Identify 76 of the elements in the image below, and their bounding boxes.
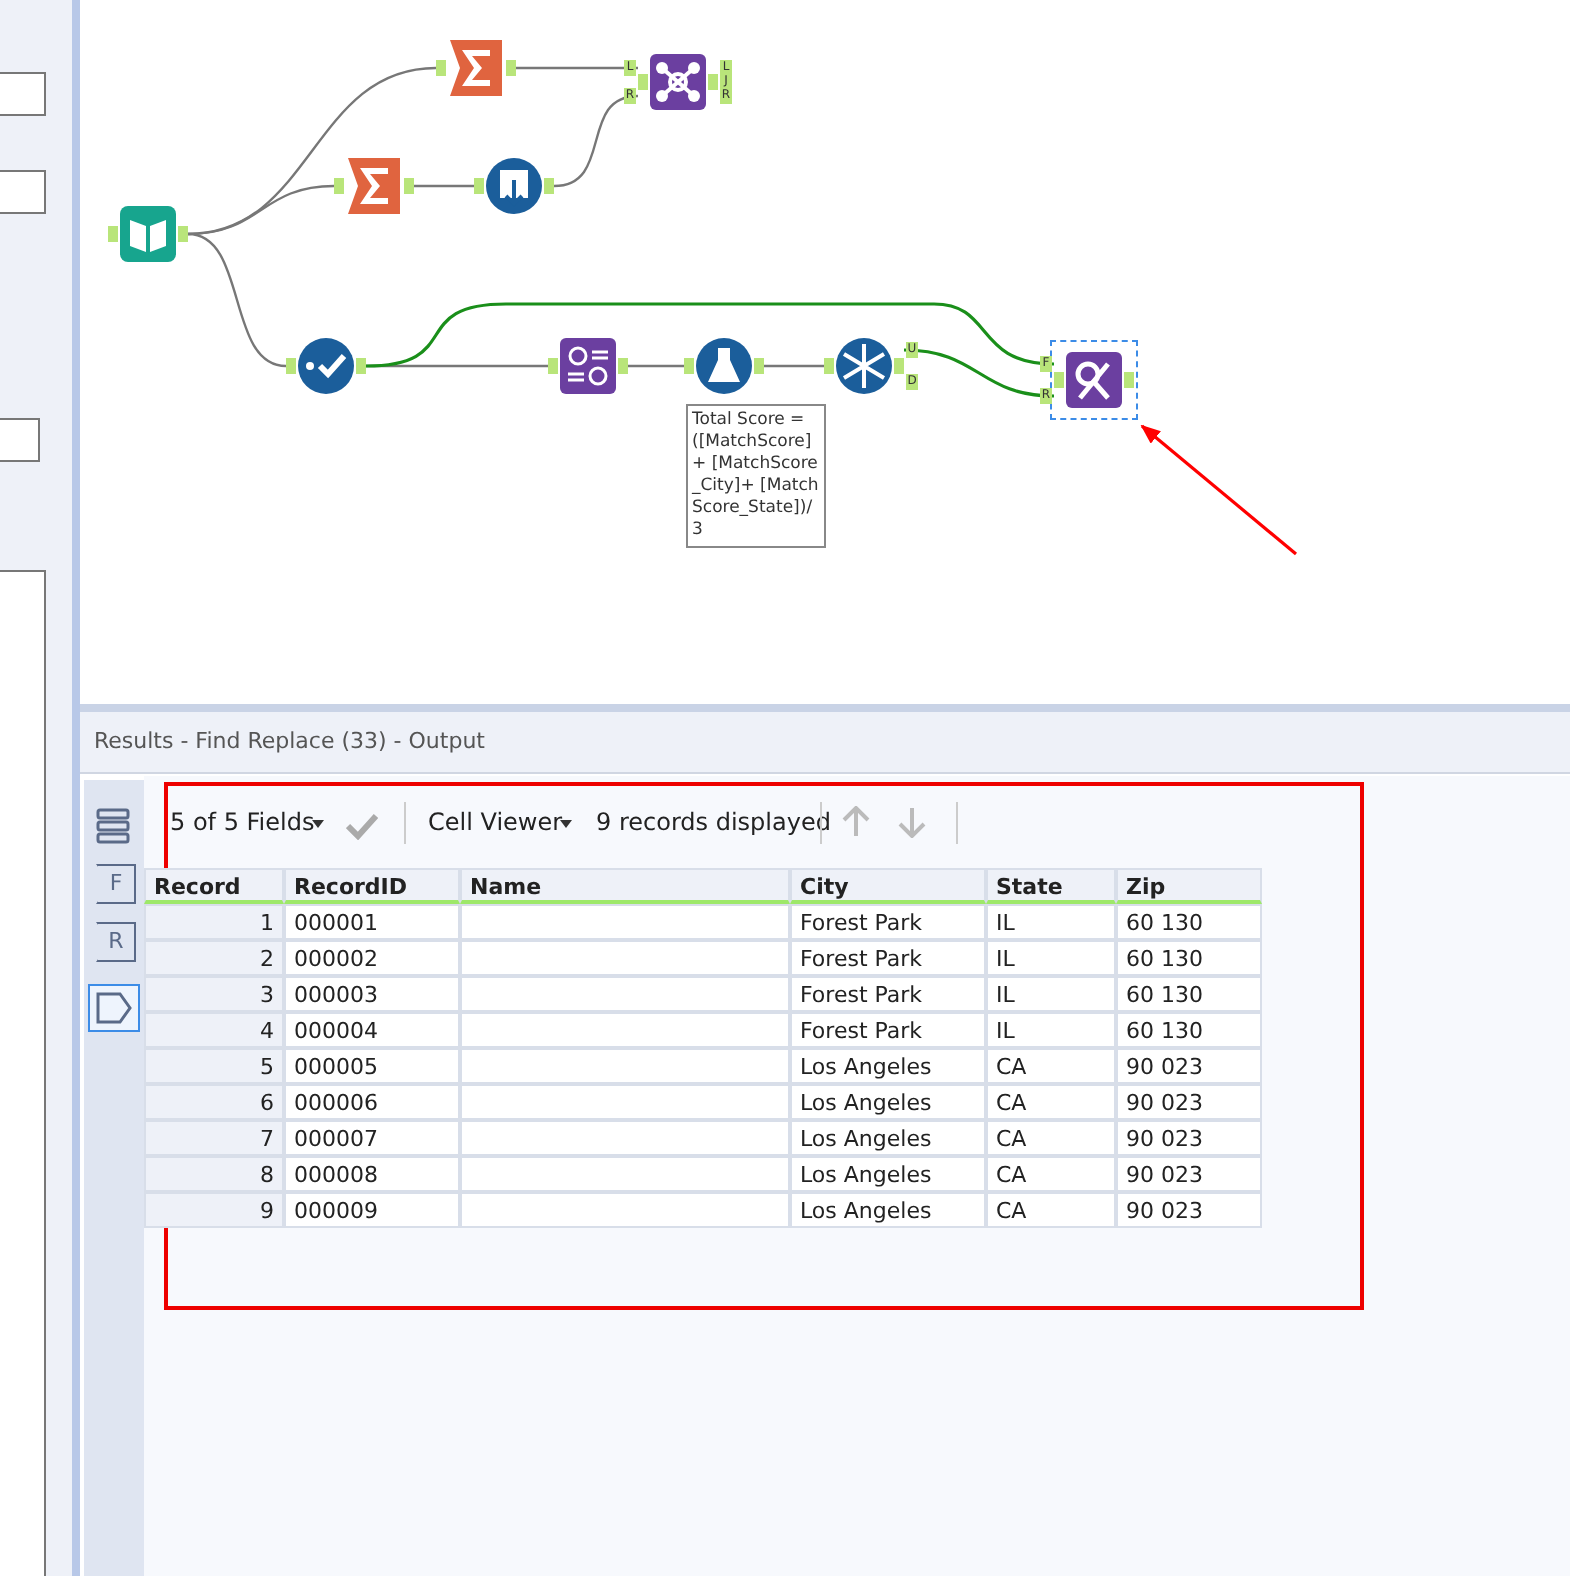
table-cell: CA	[986, 1192, 1116, 1228]
tool-icon	[548, 336, 628, 396]
tool-icon	[638, 52, 718, 112]
column-header: Record	[144, 868, 284, 904]
row-number: 5	[144, 1048, 284, 1084]
record-count: 9 records displayed	[596, 808, 831, 836]
column-header: State	[986, 868, 1116, 904]
table-cell: 90 023	[1116, 1084, 1262, 1120]
fields-selector: 5 of 5 Fields	[170, 808, 315, 836]
comment-note: Total Score = ([MatchScore]+ [MatchScore_City]+ [MatchScore_State])/3	[686, 404, 826, 548]
table-cell: IL	[986, 976, 1116, 1012]
connector-line	[553, 94, 639, 188]
table-cell: Forest Park	[790, 940, 986, 976]
tool-icon	[684, 336, 764, 396]
connector-line	[764, 364, 824, 368]
table-cell: 000009	[284, 1192, 460, 1228]
tab-button: F	[96, 864, 136, 904]
tool-icon	[108, 204, 188, 264]
connector-line	[903, 348, 1055, 398]
tool-icon	[286, 336, 366, 396]
arrow	[1140, 424, 1298, 556]
table-cell: 000004	[284, 1012, 460, 1048]
table-cell: 90 023	[1116, 1048, 1262, 1084]
tool-icon	[1054, 350, 1134, 410]
table-cell: Los Angeles	[790, 1192, 986, 1228]
table-cell: CA	[986, 1048, 1116, 1084]
row-number: 7	[144, 1120, 284, 1156]
table-cell: Los Angeles	[790, 1156, 986, 1192]
row-number: 2	[144, 940, 284, 976]
viewer-selector: Cell Viewer	[428, 808, 563, 836]
row-number: 9	[144, 1192, 284, 1228]
table-cell: 60 130	[1116, 904, 1262, 940]
tool-icon	[824, 336, 904, 396]
table-cell: 60 130	[1116, 940, 1262, 976]
connector-line	[516, 66, 638, 70]
table-cell: 000006	[284, 1084, 460, 1120]
tool-icon	[474, 156, 554, 216]
tool-icon	[436, 38, 516, 98]
tool-icon	[334, 156, 414, 216]
row-number: 3	[144, 976, 284, 1012]
table-cell: IL	[986, 904, 1116, 940]
table-cell: Forest Park	[790, 904, 986, 940]
row-number: 6	[144, 1084, 284, 1120]
row-number: 1	[144, 904, 284, 940]
tab-button: R	[96, 922, 136, 962]
table-cell: Forest Park	[790, 1012, 986, 1048]
connector-line	[365, 302, 1055, 368]
table-cell: Los Angeles	[790, 1048, 986, 1084]
row-number: 8	[144, 1156, 284, 1192]
table-cell: 60 130	[1116, 1012, 1262, 1048]
connector-line	[628, 364, 684, 368]
table-cell: IL	[986, 940, 1116, 976]
column-header: RecordID	[284, 868, 460, 904]
row-number: 4	[144, 1012, 284, 1048]
table-cell: Los Angeles	[790, 1084, 986, 1120]
table-cell: 000003	[284, 976, 460, 1012]
table-cell: 90 023	[1116, 1156, 1262, 1192]
column-header: City	[790, 868, 986, 904]
column-header: Zip	[1116, 868, 1262, 904]
table-cell: IL	[986, 1012, 1116, 1048]
table-cell: Los Angeles	[790, 1120, 986, 1156]
table-cell: 90 023	[1116, 1120, 1262, 1156]
table-cell: 000008	[284, 1156, 460, 1192]
column-header: Name	[460, 868, 790, 904]
table-cell: 000002	[284, 940, 460, 976]
table-cell: CA	[986, 1156, 1116, 1192]
table-cell: CA	[986, 1120, 1116, 1156]
connector-line	[414, 184, 474, 188]
table-cell: 000005	[284, 1048, 460, 1084]
table-cell: 90 023	[1116, 1192, 1262, 1228]
table-cell: 60 130	[1116, 976, 1262, 1012]
table-cell: Forest Park	[790, 976, 986, 1012]
panel-title: Results - Find Replace (33) - Output	[94, 728, 485, 754]
table-cell: 000001	[284, 904, 460, 940]
table-cell: 000007	[284, 1120, 460, 1156]
table-cell: CA	[986, 1084, 1116, 1120]
